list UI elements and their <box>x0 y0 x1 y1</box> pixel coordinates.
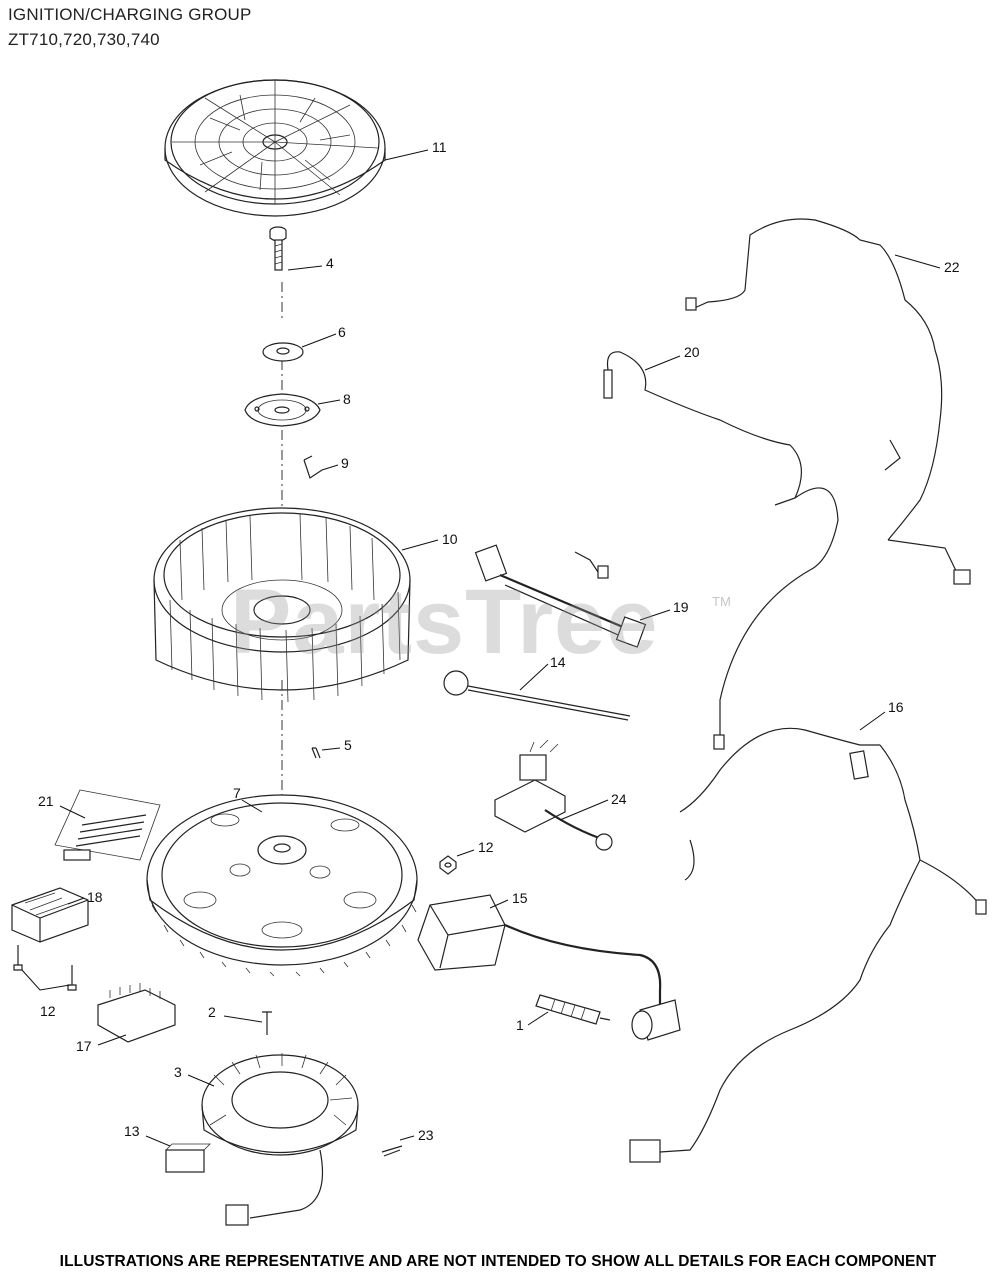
callout-21: 21 <box>38 793 54 809</box>
part-2-screw[interactable] <box>262 1011 272 1035</box>
model-list: ZT710,720,730,740 <box>8 30 160 49</box>
callout-11: 11 <box>432 139 447 155</box>
callout-12-nut: 12 <box>478 839 494 855</box>
part-18-rectifier-regulator[interactable] <box>11 887 89 943</box>
callout-1: 1 <box>516 1017 524 1033</box>
callout-13: 13 <box>124 1123 140 1139</box>
callout-5: 5 <box>344 737 352 753</box>
part-10-cooling-fan[interactable] <box>153 507 411 703</box>
callout-22: 22 <box>944 259 960 275</box>
part-3-stator[interactable] <box>201 1053 359 1226</box>
part-19-wiring-harness[interactable] <box>474 544 647 648</box>
callout-20: 20 <box>684 344 700 360</box>
part-11-fan-screen[interactable] <box>164 79 386 217</box>
callout-9: 9 <box>341 455 349 471</box>
callout-24: 24 <box>611 791 627 807</box>
callout-19: 19 <box>673 599 689 615</box>
callout-4: 4 <box>326 255 334 271</box>
leader-lines <box>21 149 941 1147</box>
part-13-clip[interactable] <box>165 1143 211 1173</box>
part-16-main-wiring-harness[interactable] <box>629 727 987 1163</box>
callout-17: 17 <box>76 1038 92 1054</box>
callout-15: 15 <box>512 890 528 906</box>
part-14-tie-strap[interactable] <box>443 670 631 721</box>
callout-12-screws: 12 <box>40 1003 56 1019</box>
part-6-washer[interactable] <box>262 342 304 362</box>
callout-7: 7 <box>233 785 241 801</box>
part-22-harness-wire[interactable] <box>685 218 971 585</box>
part-23-pin[interactable] <box>381 1145 403 1157</box>
part-12-nut[interactable] <box>439 855 457 875</box>
diagram-title: IGNITION/CHARGING GROUP <box>8 5 252 24</box>
part-21-terminal-kit[interactable] <box>54 789 161 861</box>
callout-14: 14 <box>550 654 566 670</box>
part-1-spark-plug[interactable] <box>535 994 611 1025</box>
watermark-trademark: TM <box>712 594 731 609</box>
part-17-rectifier-plug[interactable] <box>97 983 176 1043</box>
illustration-disclaimer: ILLUSTRATIONS ARE REPRESENTATIVE AND ARE… <box>59 1253 937 1270</box>
callout-2: 2 <box>208 1004 216 1020</box>
callout-23: 23 <box>418 1127 434 1143</box>
partstree-watermark: PartsTree <box>230 571 659 673</box>
title-block: IGNITION/CHARGING GROUP ZT710,720,730,74… <box>8 2 252 52</box>
part-5-key[interactable] <box>311 747 321 759</box>
part-24-ignition-switch[interactable] <box>494 739 613 851</box>
callout-3: 3 <box>174 1064 182 1080</box>
callout-8: 8 <box>343 391 351 407</box>
part-4-screw[interactable] <box>269 226 287 271</box>
callout-labels: 11 4 6 8 9 10 22 20 19 14 16 5 7 21 24 1… <box>38 139 960 1143</box>
part-12-screws-left[interactable] <box>13 945 77 991</box>
part-9-pin[interactable] <box>303 455 323 479</box>
callout-18: 18 <box>87 889 103 905</box>
part-8-fan-adapter[interactable] <box>244 393 321 427</box>
callout-6: 6 <box>338 324 346 340</box>
part-20-ground-wire[interactable] <box>603 351 839 750</box>
part-7-flywheel[interactable] <box>146 794 418 977</box>
callout-16: 16 <box>888 699 904 715</box>
part-15-ignition-module[interactable] <box>417 894 681 1041</box>
callout-10: 10 <box>442 531 458 547</box>
